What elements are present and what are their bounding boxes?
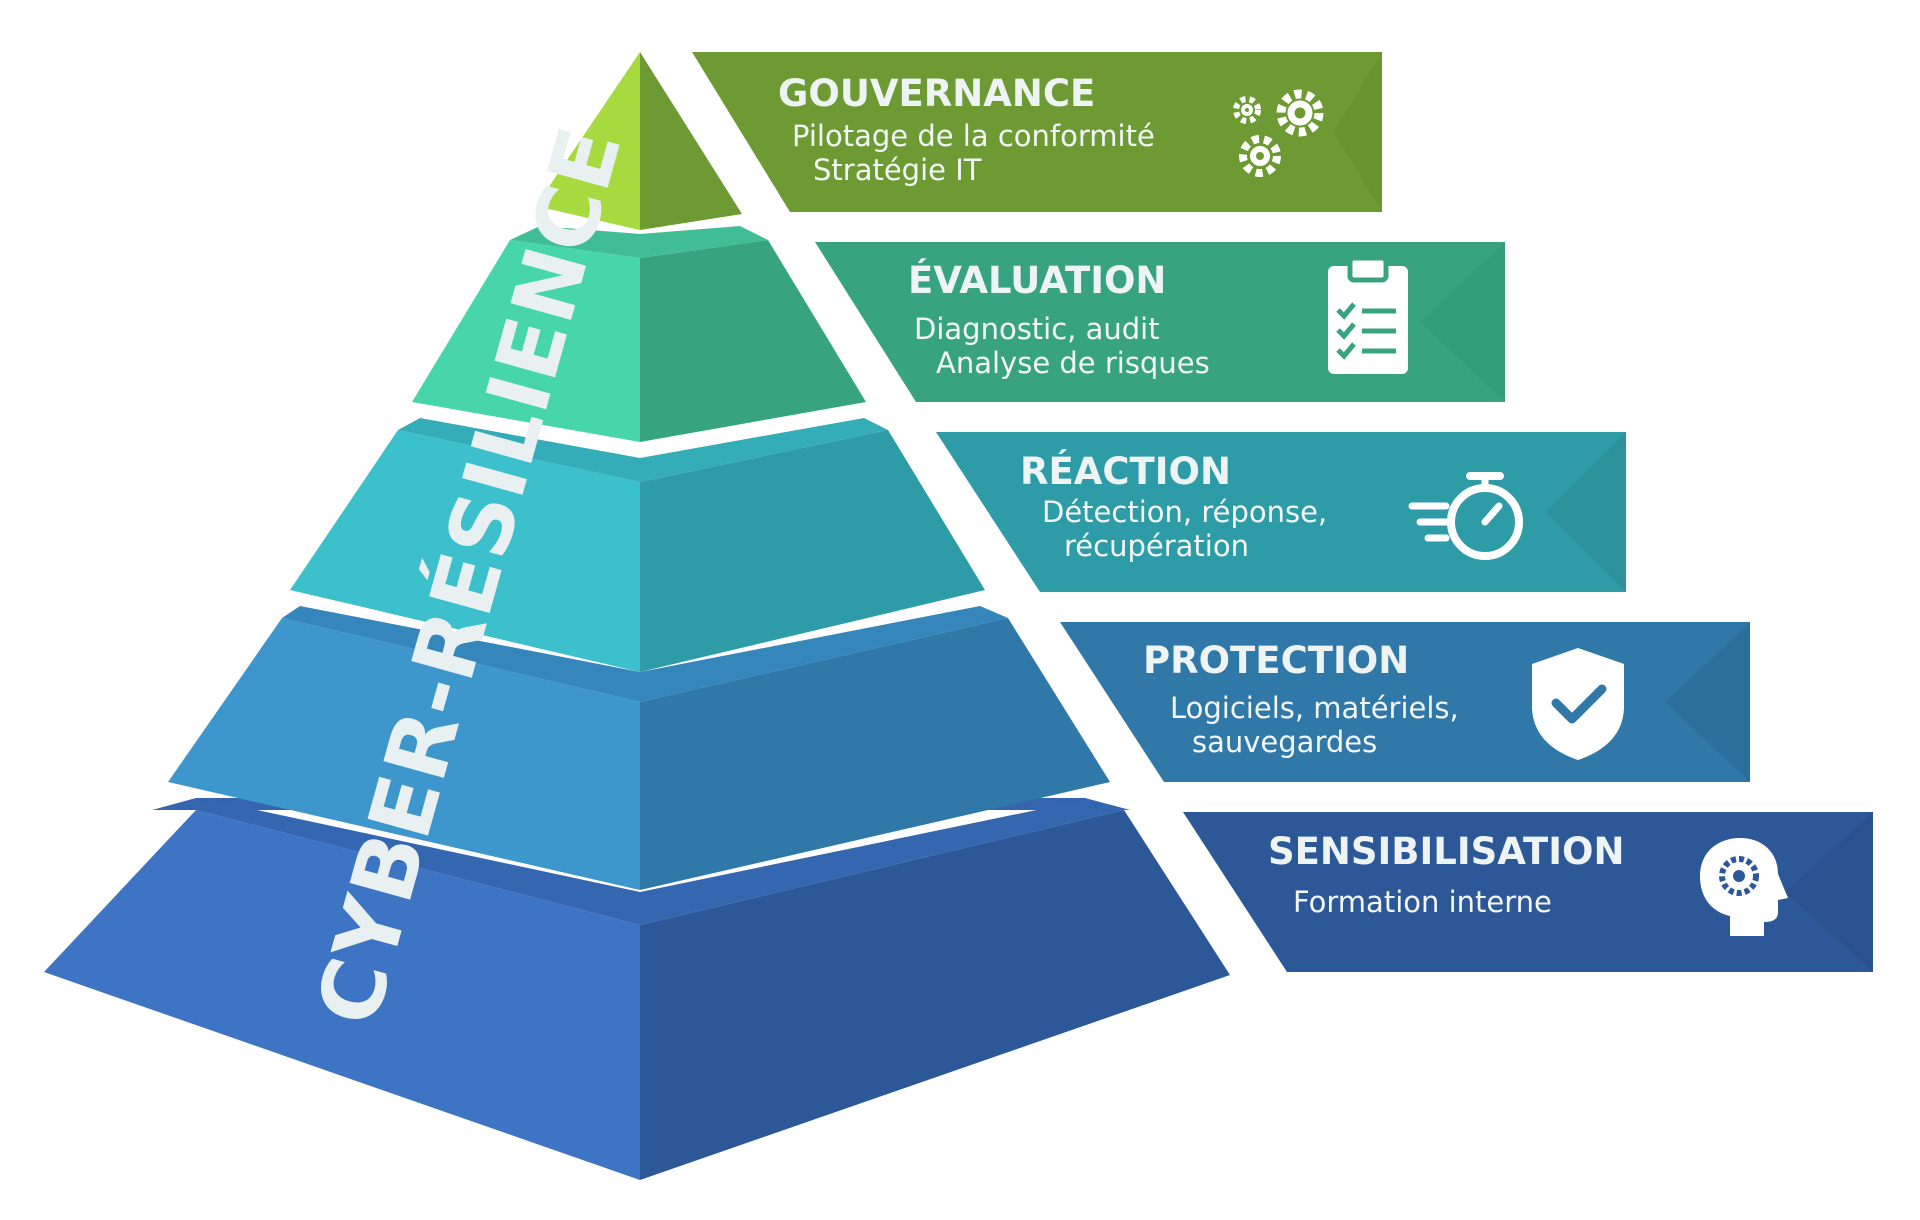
band-line: Pilotage de la conformité xyxy=(792,119,1155,153)
tier-top-face xyxy=(282,606,1008,702)
tier-right-face xyxy=(640,430,985,672)
shield-check-icon xyxy=(1532,648,1624,760)
pyramid-tier-evaluation xyxy=(412,226,866,442)
tier-left-face xyxy=(44,810,640,1180)
band-notch xyxy=(1545,432,1626,592)
gears-icon xyxy=(1233,89,1324,177)
band-line: Logiciels, matériels, xyxy=(1170,691,1459,725)
band-shape xyxy=(936,432,1626,592)
band-title: RÉACTION xyxy=(1020,449,1231,493)
band-title: ÉVALUATION xyxy=(908,258,1166,302)
tier-top-face-band xyxy=(196,800,1124,925)
band-notch xyxy=(1785,812,1873,972)
band-line: Diagnostic, audit xyxy=(914,312,1160,346)
band-shape xyxy=(692,52,1382,212)
head-gear-icon xyxy=(1700,838,1788,936)
band-title: GOUVERNANCE xyxy=(778,72,1095,115)
tier-left-face xyxy=(290,430,640,672)
tier-right-face xyxy=(640,618,1110,890)
band-line: récupération xyxy=(1064,529,1249,563)
tier-left-face xyxy=(168,618,640,890)
band-line: Détection, réponse, xyxy=(1042,495,1327,529)
pyramid-tier-gouvernance xyxy=(536,52,742,230)
band-line: sauvegardes xyxy=(1192,725,1377,759)
band-line: Formation interne xyxy=(1293,885,1552,919)
band-gouvernance: GOUVERNANCE Pilotage de la conformité St… xyxy=(692,52,1382,212)
band-evaluation: ÉVALUATION Diagnostic, audit Analyse de … xyxy=(815,242,1505,402)
tier-right-face xyxy=(640,52,742,230)
band-notch xyxy=(1665,622,1750,782)
band-shape xyxy=(1183,812,1873,972)
band-sensibilisation: SENSIBILISATION Formation interne xyxy=(1183,812,1873,972)
band-title: PROTECTION xyxy=(1143,639,1409,682)
clipboard-checklist-icon xyxy=(1328,255,1408,374)
band-notch xyxy=(1334,52,1382,212)
tier-left-face xyxy=(536,52,640,230)
stopwatch-icon xyxy=(1408,472,1523,560)
pyramid-tier-sensibilisation xyxy=(44,798,1230,1180)
band-notch xyxy=(1420,242,1505,402)
tier-left-face xyxy=(412,240,640,442)
band-reaction: RÉACTION Détection, réponse, récupératio… xyxy=(936,432,1626,592)
band-protection: PROTECTION Logiciels, matériels, sauvega… xyxy=(1060,622,1750,782)
band-line: Analyse de risques xyxy=(936,346,1210,380)
tier-top-face xyxy=(510,226,768,258)
pyramid-tier-reaction xyxy=(290,418,985,672)
tier-right-face xyxy=(640,240,866,442)
band-line: Stratégie IT xyxy=(813,153,982,187)
tier-right-face xyxy=(640,810,1230,1180)
band-title: SENSIBILISATION xyxy=(1268,830,1624,873)
pyramid-tier-protection xyxy=(168,606,1110,890)
tier-top-face xyxy=(398,418,888,482)
pyramid: CYBER-RÉSILIENCE xyxy=(44,52,1230,1180)
